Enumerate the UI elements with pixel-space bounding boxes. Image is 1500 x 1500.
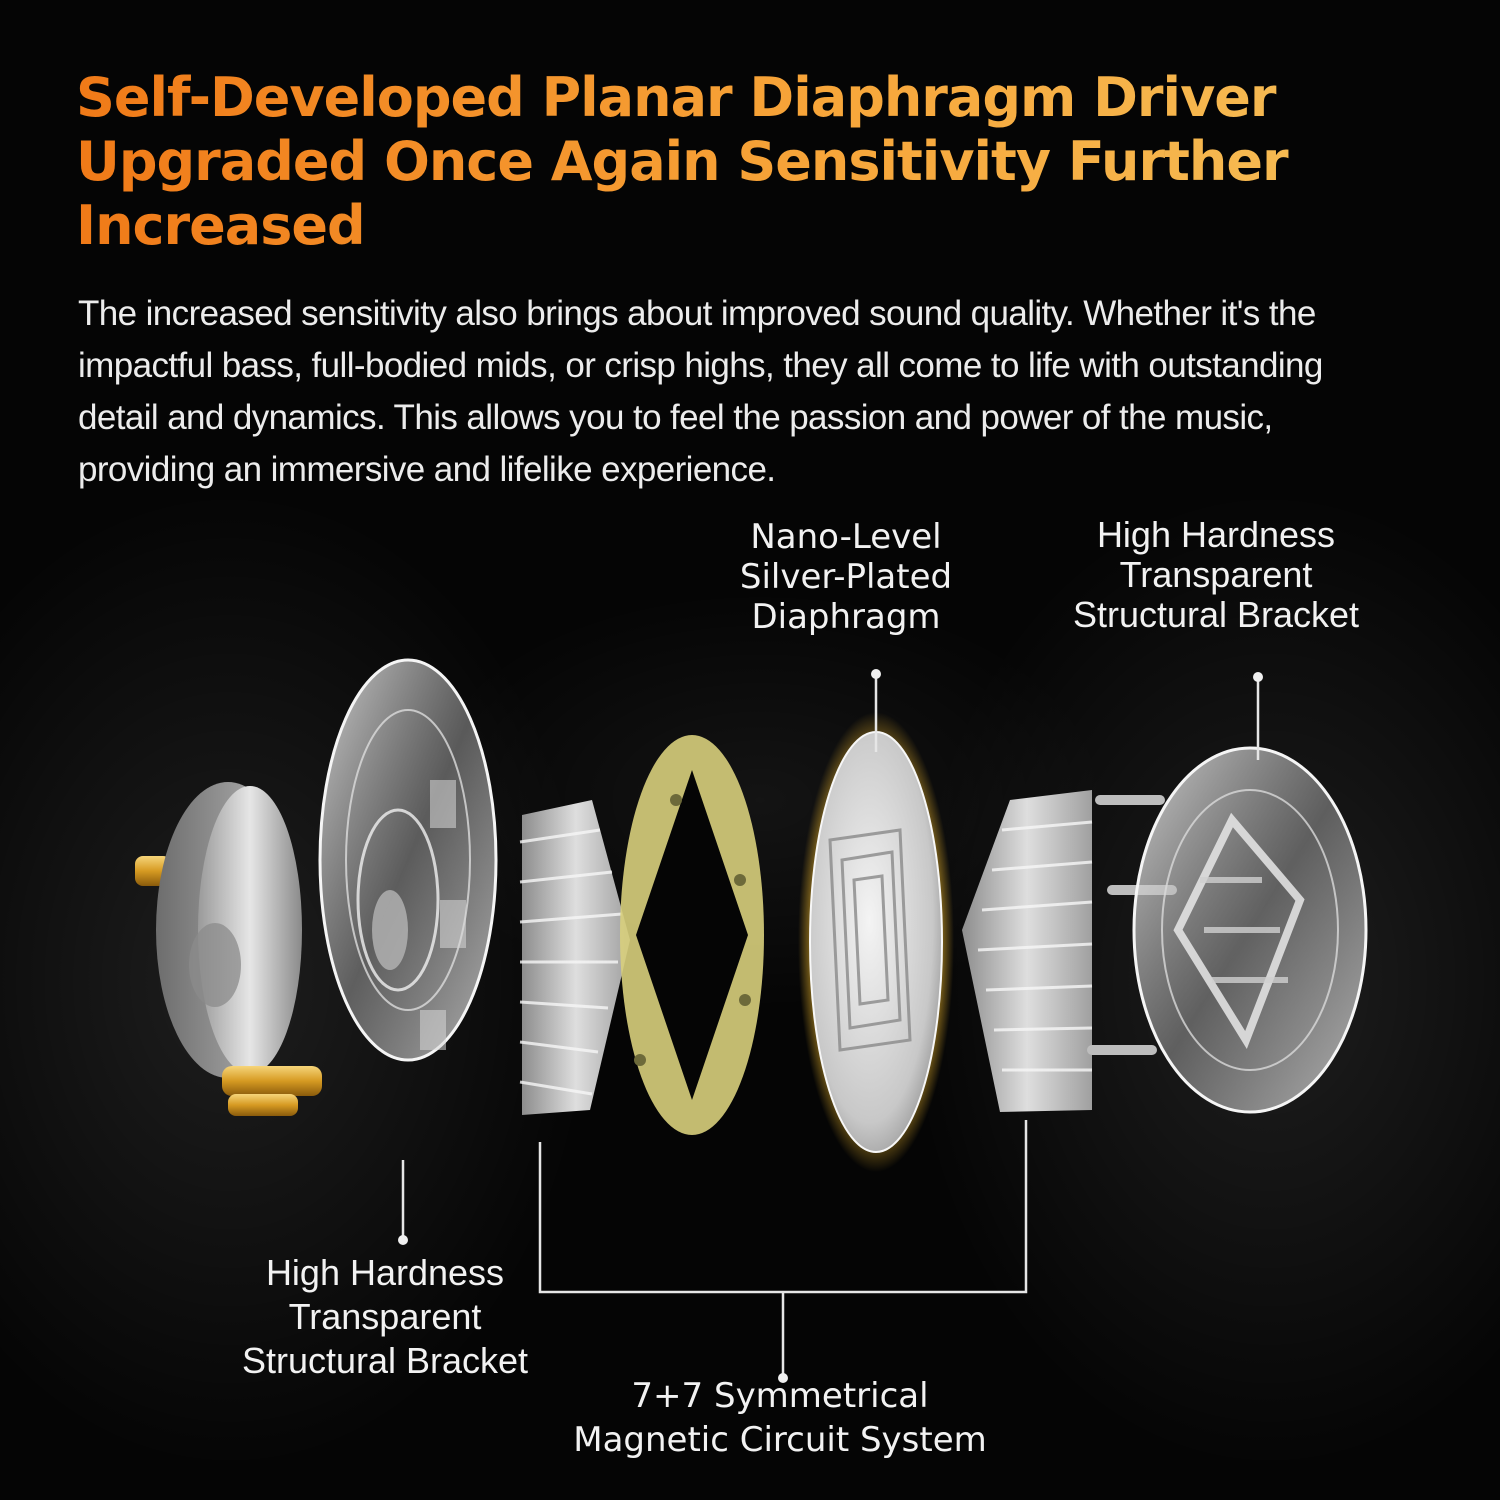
left-transparent-bracket [318, 658, 498, 1062]
callout-dots [398, 669, 1263, 1383]
label-right-bracket-line-1: High Hardness [1096, 514, 1336, 555]
label-right-bracket-line-3: Structural Bracket [1072, 594, 1360, 635]
gold-pin-icon [228, 1094, 298, 1116]
description-line-4: providing an immersive and lifelike expe… [78, 450, 776, 489]
callout-lines [401, 676, 1260, 1376]
label-left-bracket-line-2: Transparent [288, 1296, 482, 1337]
description-line-1: The increased sensitivity also brings ab… [78, 294, 1316, 333]
label-diaphragm-line-1: Nano-Level [750, 517, 942, 557]
label-diaphragm-line-2: Silver-Plated [739, 557, 953, 597]
callout-magnetic-bracket [538, 1120, 1028, 1294]
right-magnet-stack [962, 790, 1093, 1112]
gold-pin-icon [222, 1066, 322, 1096]
metal-end-cap [135, 782, 322, 1116]
right-transparent-bracket [1087, 746, 1368, 1114]
label-magnetic-line-1: 7+7 Symmetrical [631, 1376, 929, 1416]
description-line-2: impactful bass, full-bodied mids, or cri… [78, 346, 1323, 385]
label-magnetic-line-2: Magnetic Circuit System [573, 1420, 987, 1460]
silver-plated-diaphragm [798, 712, 954, 1172]
label-right-bracket: High Hardness Transparent Structural Bra… [1056, 515, 1376, 635]
left-magnet-stack [519, 800, 630, 1115]
gold-spacer-ring [620, 735, 764, 1135]
label-left-bracket-line-1: High Hardness [265, 1252, 505, 1293]
label-left-bracket-line-3: Structural Bracket [241, 1340, 529, 1381]
description-line-3: detail and dynamics. This allows you to … [78, 398, 1273, 437]
label-diaphragm-line-3: Diaphragm [751, 597, 941, 637]
label-right-bracket-line-2: Transparent [1119, 554, 1313, 595]
label-left-bracket: High Hardness Transparent Structural Bra… [220, 1251, 550, 1383]
label-diaphragm: Nano-Level Silver-Plated Diaphragm [706, 517, 986, 637]
description: The increased sensitivity also brings ab… [78, 288, 1438, 496]
label-magnetic-circuit: 7+7 Symmetrical Magnetic Circuit System [520, 1374, 1040, 1462]
